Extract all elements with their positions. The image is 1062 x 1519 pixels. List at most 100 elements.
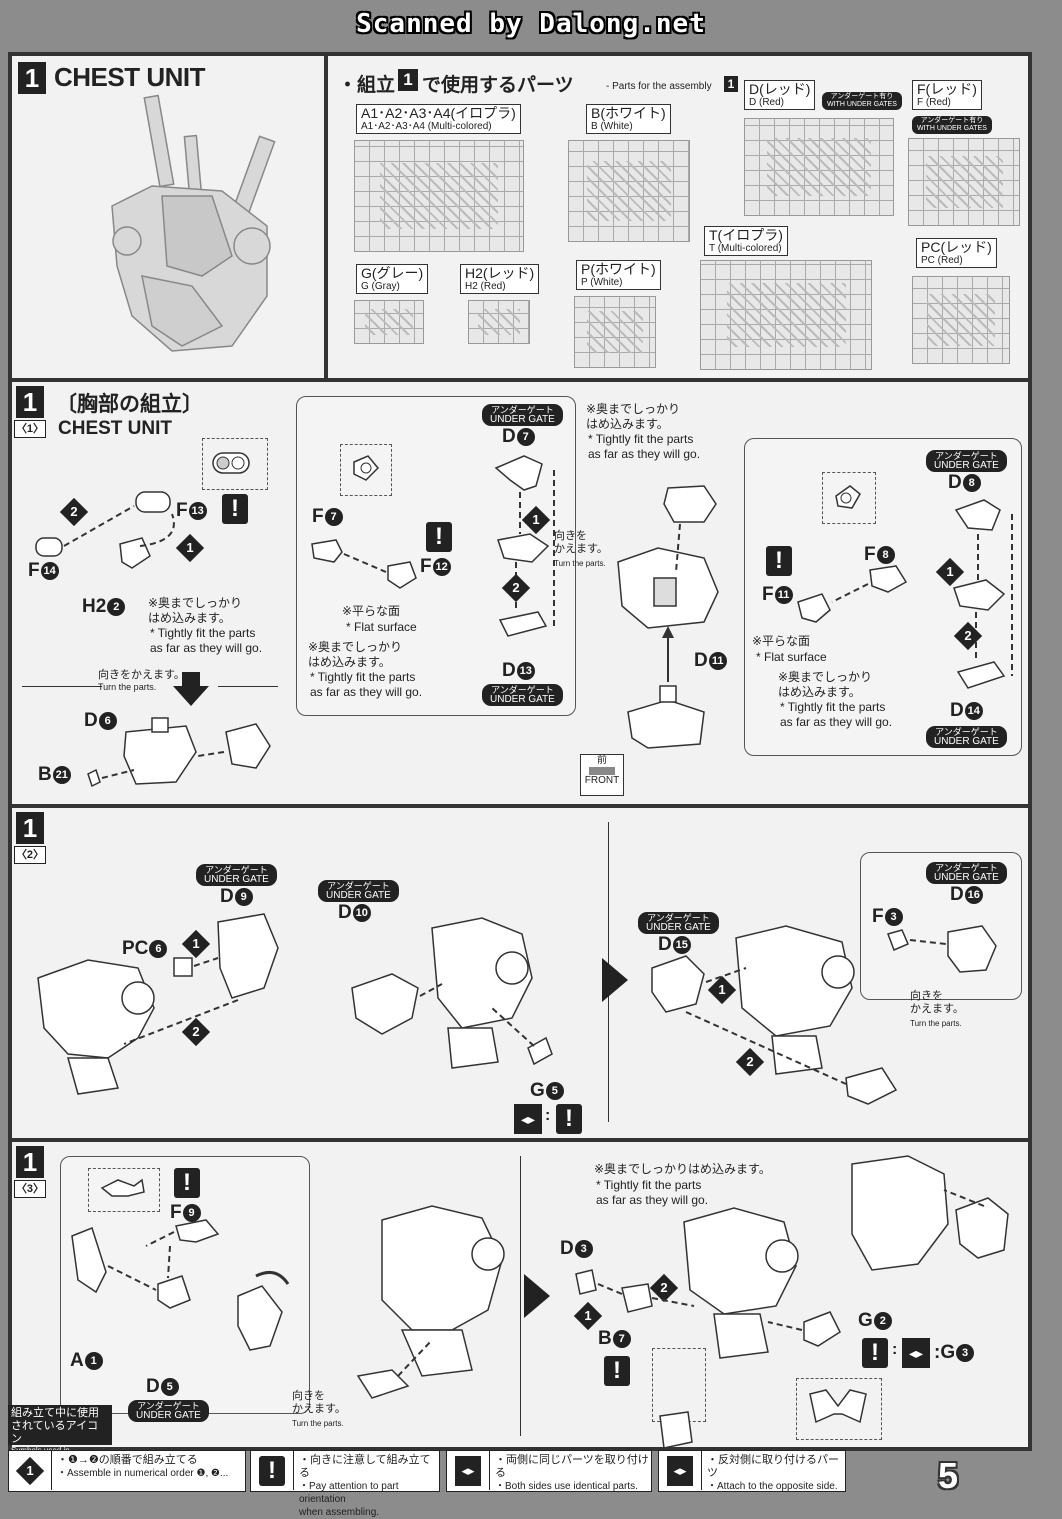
turn-divider-right <box>218 686 278 687</box>
turn-parts-en: Turn the parts. <box>98 682 157 692</box>
page-number: 5 <box>938 1455 959 1496</box>
tight-fit-note-en: * Tightly fit the parts as far as they w… <box>780 700 893 729</box>
tight-fit-note-jp: ※奥までしっかり はめ込みます。 <box>778 670 873 699</box>
part-letter: D <box>220 886 234 907</box>
runner-p-en: P (White) <box>581 277 623 288</box>
chest-lower-assembly-drawing <box>356 1205 505 1399</box>
front-arrow-icon <box>589 767 615 775</box>
step-order-2-icon: 2 <box>953 621 983 651</box>
runner-f-ug-en: WITH UNDER GATES <box>917 125 987 132</box>
parts-intro-en-badge: 1 <box>724 76 738 92</box>
part-letter: D <box>146 1376 160 1397</box>
chest-unit-render <box>111 94 276 352</box>
part-number: 21 <box>52 766 71 784</box>
parts-intro-jp-pre: ・組立 <box>338 75 396 96</box>
orientation-warning-icon: ! <box>251 1451 294 1490</box>
turn-parts-jp: 向きを かえます。 <box>910 990 964 1015</box>
tight-fit-note-en: * Tightly fit the parts as far as they w… <box>310 670 423 699</box>
turn-parts-en: Turn the parts. <box>910 1019 962 1028</box>
part-number: 7 <box>324 508 343 526</box>
runner-p-image <box>574 296 656 368</box>
f8-pin-icon <box>835 485 861 509</box>
front-jp: 前 <box>597 755 607 766</box>
legend-en: ・Both sides use identical parts. <box>495 1481 638 1492</box>
runner-t-image <box>700 260 872 370</box>
orientation-warning-icon: ! <box>604 1356 630 1386</box>
runner-label-p: P(ホワイト) P (White) <box>576 260 661 290</box>
part-number: 9 <box>234 888 253 906</box>
d8-d14-assembly-drawing <box>953 499 1013 689</box>
part-letter: F <box>312 506 324 527</box>
part-number: 11 <box>708 652 727 670</box>
tight-fit-note-en: * Tightly fit the parts as far as they w… <box>596 1178 709 1207</box>
front-indicator: 前 FRONT <box>580 754 624 796</box>
d16-f3-parts-drawing <box>887 925 997 973</box>
orientation-warning-icon: ! <box>862 1338 888 1368</box>
orientation-warning-icon: ! <box>222 494 248 524</box>
step-1-2-sub: 〈2〉 <box>14 846 46 864</box>
legend-orientation: ! ・向きに注意して組み立てる・Pay attention to part or… <box>250 1450 440 1518</box>
part-letter: D <box>950 700 964 721</box>
d3-b7-g2-assembly-drawing <box>575 1207 841 1449</box>
runner-b-jp: B(ホワイト) <box>591 105 666 121</box>
runner-pc-image <box>912 276 1010 364</box>
tight-fit-note-en: * Tightly fit the parts as far as they w… <box>150 626 263 655</box>
runner-d-image <box>744 118 894 216</box>
f7-pin-icon <box>353 455 380 481</box>
step-order-1-icon: 1 <box>935 557 965 587</box>
runner-label-t: T(イロプラ) T (Multi-colored) <box>704 226 788 256</box>
runner-d-ug-jp: アンダーゲート有り <box>830 93 894 100</box>
turn-parts-jp: 向きを かえます。 <box>292 1390 346 1415</box>
step-1-1-title-en: CHEST UNIT <box>58 418 172 439</box>
runner-f-en: F (Red) <box>917 97 951 108</box>
part-letter: D <box>948 472 962 493</box>
section-flow-arrow <box>602 958 628 1002</box>
flat-surface-jp: ※平らな面 <box>752 634 811 648</box>
pin-detail-icon <box>212 452 250 474</box>
f7-f12-parts-drawing <box>311 539 417 589</box>
legend-jp: ・反対側に取り付けるパーツ <box>707 1454 839 1479</box>
part-letter: D <box>560 1238 574 1259</box>
runner-g-jp: G(グレー) <box>361 265 424 281</box>
orientation-warning-icon: ! <box>556 1104 582 1134</box>
d6-assembly-drawing <box>87 717 271 788</box>
part-letter: D <box>658 934 672 955</box>
legend-en: ・Attach to the opposite side. <box>707 1481 838 1492</box>
chest-unit-header-panel: 1 CHEST UNIT <box>10 54 326 380</box>
f8-pin-detail-box <box>822 472 876 524</box>
legend-numerical-order: 1 ・❶→❷の順番で組み立てる・Assemble in numerical or… <box>8 1450 246 1492</box>
opposite-side-icon: ◂▸ <box>659 1451 702 1490</box>
front-en: FRONT <box>584 775 620 786</box>
part-letter: D <box>694 650 708 671</box>
tight-fit-note-en: * Tightly fit the parts as far as they w… <box>588 432 701 461</box>
turn-parts-jp: 向きをかえます。 <box>98 669 185 681</box>
shoulder-inset-drawing <box>851 1155 1009 1271</box>
turn-arrow-icon <box>182 672 200 686</box>
part-letter: B <box>598 1328 612 1349</box>
runner-f-under-gate: アンダーゲート有り WITH UNDER GATES <box>912 116 992 134</box>
orientation-warning-icon: ! <box>426 522 452 552</box>
part-number: 13 <box>516 662 535 680</box>
tight-fit-note-jp: ※奥までしっかり はめ込みます。 <box>148 596 243 625</box>
part-number: 3 <box>884 908 903 926</box>
runner-d-under-gate: アンダーゲート有り WITH UNDER GATES <box>822 92 902 110</box>
runner-f-ug-jp: アンダーゲート有り <box>920 117 984 124</box>
turn-divider-left <box>22 686 102 687</box>
part-number: 12 <box>432 558 451 576</box>
icon-separator: : <box>545 1107 551 1124</box>
